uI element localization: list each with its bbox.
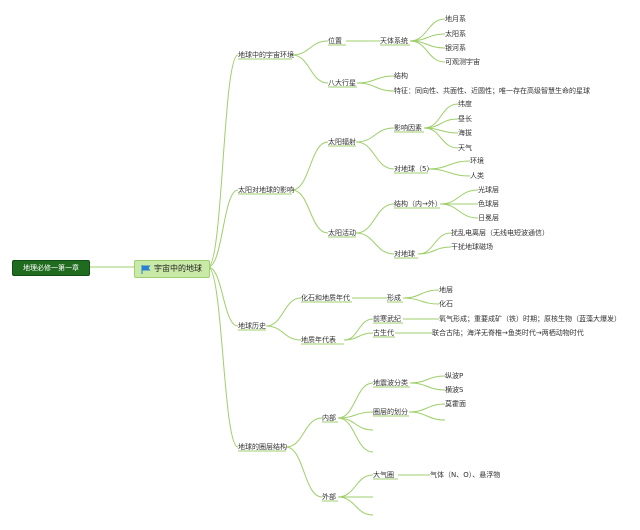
node-n14[interactable]: 纬度 — [458, 100, 472, 108]
node-n41[interactable]: 地震波分类 — [373, 379, 408, 387]
root-topic-label: 地理必修一第一章 — [23, 264, 79, 272]
node-n25[interactable]: 日冕层 — [478, 214, 499, 222]
node-n32[interactable]: 地层 — [439, 286, 453, 294]
node-n33[interactable]: 化石 — [439, 300, 453, 308]
root-topic[interactable]: 地理必修一第一章 — [12, 260, 90, 276]
node-n15[interactable]: 昼长 — [458, 115, 472, 123]
node-n11[interactable]: 太阳对地球的影响 — [238, 186, 294, 194]
connector-13 — [356, 82, 395, 92]
connector-23 — [427, 168, 471, 177]
connector-4 — [207, 266, 239, 448]
node-n37[interactable]: 古生代 — [373, 329, 394, 337]
node-n34[interactable]: 地质年代表 — [301, 336, 336, 344]
node-n7[interactable]: 可观测宇宙 — [445, 58, 480, 66]
node-n36[interactable]: 氧气形成；重要成矿（铁）时期；原核生物（蓝藻大爆发） — [439, 315, 621, 323]
connector-12 — [356, 75, 395, 84]
node-n24[interactable]: 色球层 — [478, 200, 499, 208]
node-n42[interactable]: 纵波P — [445, 372, 464, 380]
node-n16[interactable]: 海拔 — [458, 129, 472, 137]
node-n21[interactable]: 太阳活动 — [328, 229, 356, 237]
connector-16 — [355, 127, 395, 143]
node-n13[interactable]: 影响因素 — [394, 124, 422, 132]
connector-26 — [439, 189, 479, 205]
node-n5[interactable]: 太阳系 — [445, 30, 466, 38]
connector-42 — [337, 382, 374, 419]
node-n44[interactable]: 圈层的划分 — [373, 408, 408, 416]
connector-37 — [343, 332, 374, 341]
node-n8[interactable]: 八大行星 — [328, 79, 356, 87]
node-n1[interactable]: 地球中的宇宙环境 — [238, 51, 294, 59]
connector-35 — [402, 297, 440, 305]
connector-31 — [265, 297, 302, 327]
node-n22[interactable]: 结构（内→外） — [394, 200, 442, 208]
connector-6 — [291, 54, 329, 84]
node-n17[interactable]: 天气 — [458, 144, 472, 152]
node-n28[interactable]: 干扰地球磁场 — [451, 243, 493, 251]
node-n47[interactable]: 大气圈 — [373, 471, 394, 479]
connector-11 — [409, 40, 446, 63]
connector-24 — [355, 203, 395, 234]
central-topic[interactable]: 宇宙中的地球 — [134, 260, 210, 278]
node-n27[interactable]: 扰乱电离层（无线电短波通信） — [451, 229, 549, 237]
node-n45[interactable]: 莫霍面 — [445, 400, 466, 408]
node-n46[interactable]: 外部 — [322, 493, 336, 501]
connector-15 — [291, 189, 329, 234]
connector-47 — [409, 382, 446, 391]
node-n39[interactable]: 地球的圈层结构 — [238, 443, 287, 451]
node-n38[interactable]: 联合古陆；海洋无脊椎→鱼类时代→两栖动物时代 — [432, 329, 584, 337]
connector-48 — [408, 403, 446, 413]
connector-14 — [291, 141, 329, 191]
node-n3[interactable]: 天体系统 — [380, 37, 408, 45]
connector-17 — [355, 141, 395, 170]
node-n20[interactable]: 人类 — [470, 172, 484, 180]
connector-5 — [291, 40, 329, 56]
node-n43[interactable]: 横波S — [445, 386, 464, 394]
connector-18 — [423, 103, 459, 129]
connector-25 — [355, 232, 395, 255]
node-n35[interactable]: 前寒武纪 — [373, 315, 401, 323]
node-n10[interactable]: 特征：同向性、共面性、近圆性；唯一存在高级智慧生命的星球 — [394, 87, 590, 95]
connector-30 — [417, 246, 452, 255]
node-n19[interactable]: 环境 — [470, 157, 484, 165]
node-n48[interactable]: 气体（N、O）、悬浮物 — [430, 471, 501, 479]
connector-45 — [337, 417, 374, 453]
connector-21 — [423, 127, 459, 149]
connector-49 — [408, 411, 446, 421]
connector-3 — [207, 266, 239, 327]
connector-2 — [207, 189, 239, 268]
node-n2[interactable]: 位置 — [328, 37, 342, 45]
node-n18[interactable]: 对地球（5） — [394, 165, 434, 173]
node-n26[interactable]: 对地球 — [394, 250, 415, 258]
node-n9[interactable]: 结构 — [394, 72, 408, 80]
central-topic-label: 宇宙中的地球 — [154, 264, 202, 273]
connector-40 — [285, 417, 323, 448]
connector-50 — [337, 474, 374, 498]
connector-41 — [285, 446, 323, 498]
flag-icon — [141, 264, 151, 274]
connector-52 — [337, 496, 374, 516]
node-n30[interactable]: 化石和地质年代 — [301, 294, 350, 302]
connector-34 — [402, 289, 440, 299]
node-n31[interactable]: 形成 — [387, 294, 401, 302]
node-n23[interactable]: 光球层 — [478, 186, 499, 194]
connector-32 — [265, 325, 302, 341]
node-n12[interactable]: 太阳辐射 — [328, 138, 356, 146]
connector-22 — [427, 160, 471, 170]
node-n4[interactable]: 地月系 — [445, 15, 466, 23]
connector-1 — [207, 54, 239, 268]
connector-46 — [409, 375, 446, 384]
node-n6[interactable]: 银河系 — [445, 44, 466, 52]
node-n40[interactable]: 内部 — [322, 414, 336, 422]
connector-28 — [439, 203, 479, 219]
node-n29[interactable]: 地球历史 — [238, 322, 266, 330]
connector-44 — [337, 417, 374, 431]
